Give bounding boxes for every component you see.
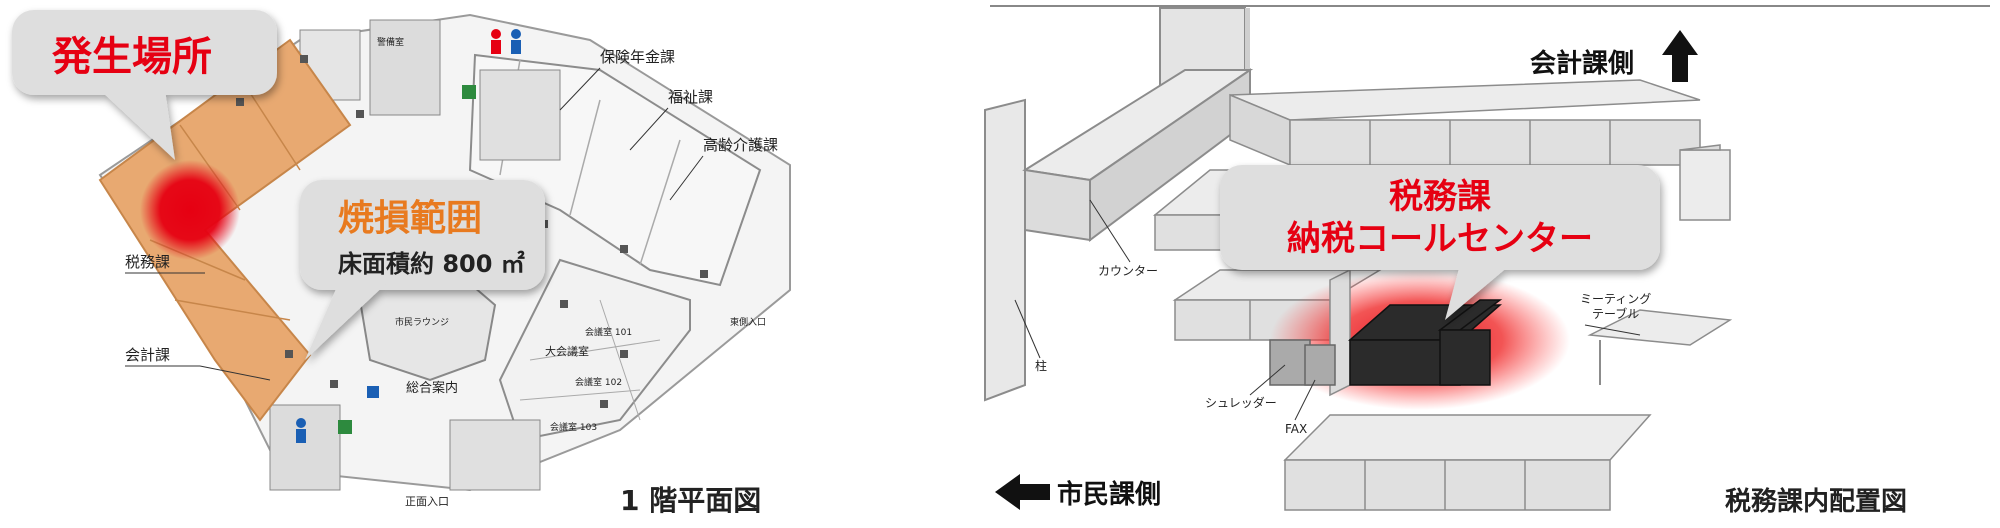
label-fax: FAX [1285,422,1307,436]
callout-call-center-line2: 納税コールセンター [1287,219,1593,259]
pillar [984,98,1026,402]
arrow-left-citizens: 市民課側 [995,474,1161,510]
label-tax: 税務課 [125,253,170,271]
floor-plan-1f: 警備室 保険年金課 福祉課 高齢介護課 税務課 会計課 市民ラウンジ 大会議室 … [12,10,791,517]
arrow-left-icon [995,474,1050,510]
desk-row-back [1229,79,1701,167]
shredder [1269,339,1311,386]
label-hall: 大会議室 [545,344,589,358]
desk-row-bottom [1283,414,1652,511]
label-guard-room: 警備室 [377,36,404,48]
label-meeting-101: 会議室 101 [585,326,632,338]
caption-layout: 税務課内配置図 [1725,486,1907,517]
arrow-left-label: 市民課側 [1057,479,1161,510]
accessible-restroom-icon-2 [338,420,352,434]
label-shredder: シュレッダー [1205,395,1277,410]
arrow-up-icon [1662,30,1698,82]
label-meeting-table-2: テーブル [1592,306,1639,321]
label-lounge: 市民ラウンジ [395,316,449,328]
meeting-table [1587,309,1733,385]
label-welfare: 福祉課 [668,88,713,106]
tax-division-layout: カウンター 柱 ミーティング テーブル シュレッダー FAX 税務課 納税コール… [984,5,1990,517]
restroom-icon [296,29,521,443]
atm-icon [367,386,379,398]
label-east-entrance: 東側入口 [730,316,766,328]
label-meeting-table-1: ミーティング [1580,292,1651,306]
label-elderly-care: 高齢介護課 [703,136,778,154]
label-meeting-103: 会議室 103 [550,421,597,433]
fax [1304,344,1336,386]
callout-call-center-line1: 税務課 [1389,177,1491,217]
arrow-up-label: 会計課側 [1530,48,1634,79]
callout-damage-area: 床面積約 800 ㎡ [338,250,525,278]
label-counter: カウンター [1098,264,1158,278]
accessible-restroom-icon [462,85,476,99]
callout-fire-origin-text: 発生場所 [52,34,212,80]
callout-call-center [1220,165,1660,270]
callout-damage-title: 焼損範囲 [338,198,482,239]
callout-fire-origin [12,10,277,95]
caption-floor-plan: 1 階平面図 [620,484,761,517]
label-main-entrance: 正面入口 [405,495,449,508]
label-meeting-102: 会議室 102 [575,376,622,388]
label-pillar: 柱 [1035,358,1047,373]
label-accounting: 会計課 [125,346,170,364]
label-pension: 保険年金課 [600,48,675,66]
label-info: 総合案内 [406,380,458,396]
call-center-desks [1348,299,1503,386]
arrow-up-accounting: 会計課側 [1530,30,1698,82]
fire-origin-marker [140,160,240,260]
stair-core [369,19,441,116]
callout-damage-range [300,180,545,290]
